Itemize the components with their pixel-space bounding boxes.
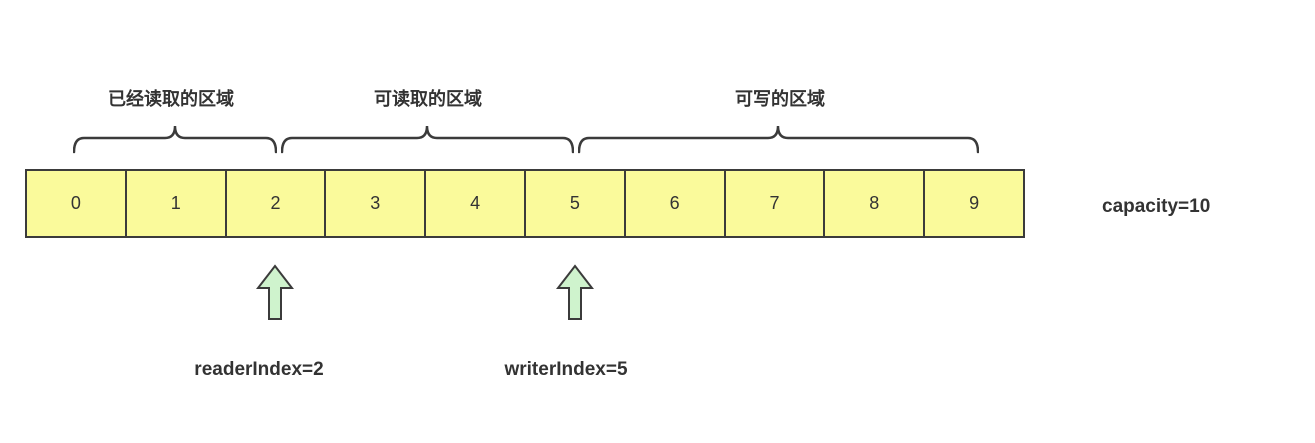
reader-index-arrow-icon [256,264,294,320]
cell-index: 0 [70,193,81,213]
capacity-label: capacity=10 [1102,196,1211,217]
cell-index: 9 [969,193,980,213]
region-label-readable: 可读取的区域 [374,89,482,109]
brace-already-read-region [73,125,277,154]
buffer-cell-8: 8 [825,171,926,236]
cell-index: 5 [569,193,580,213]
buffer-cell-4: 4 [426,171,526,236]
buffer-cell-3: 3 [326,171,427,236]
cell-index: 3 [370,193,381,213]
cell-index: 2 [270,193,281,213]
buffer-cell-7: 7 [725,171,826,236]
cell-index: 8 [869,193,880,213]
cell-index: 4 [470,193,481,213]
buffer-row: 0 1 2 3 4 5 6 7 8 9 [25,169,1025,238]
cell-index: 1 [170,193,181,213]
buffer-cell-6: 6 [625,171,726,236]
buffer-cell-1: 1 [126,171,227,236]
writer-index-arrow-icon [556,264,594,320]
brace-readable-region [281,125,574,154]
buffer-cell-0: 0 [27,171,127,236]
buffer-cell-9: 9 [925,171,1023,236]
reader-index-label: readerIndex=2 [194,359,324,380]
region-label-writable: 可写的区域 [735,89,825,109]
cell-index: 7 [769,193,780,213]
buffer-cell-5: 5 [525,171,626,236]
writer-index-label: writerIndex=5 [504,359,628,380]
brace-writable-region [578,125,979,154]
region-label-already-read: 已经读取的区域 [108,89,234,109]
buffer-cell-2: 2 [226,171,327,236]
cell-index: 6 [669,193,680,213]
